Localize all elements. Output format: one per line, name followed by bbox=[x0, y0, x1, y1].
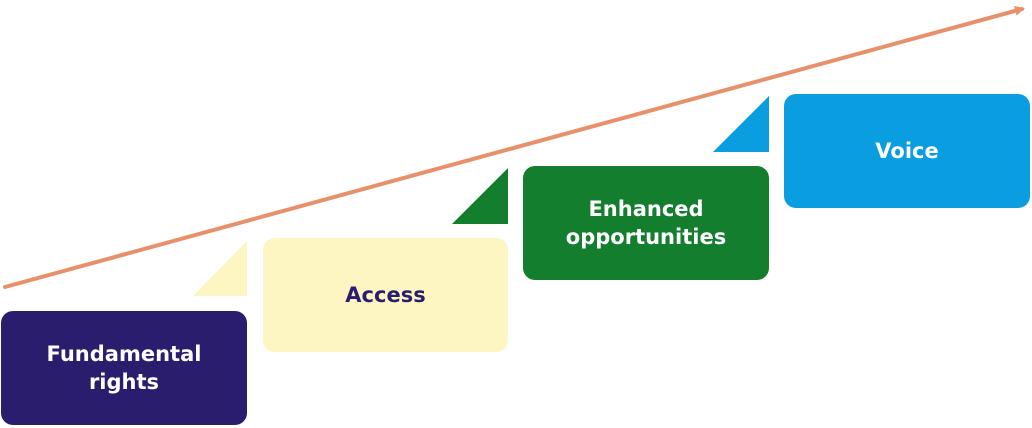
step-enhanced-opportunities: Enhanced opportunities bbox=[523, 166, 769, 280]
step-label: Voice bbox=[875, 138, 939, 163]
step-voice: Voice bbox=[784, 94, 1030, 208]
step-corner-triangle-voice bbox=[713, 96, 769, 152]
step-label: Access bbox=[345, 282, 426, 307]
step-fundamental-rights: Fundamental rights bbox=[1, 311, 247, 425]
step-label: Fundamental rights bbox=[46, 341, 202, 394]
progress-arrow bbox=[3, 6, 1025, 289]
step-corner-triangle-access bbox=[193, 241, 247, 296]
step-label: Enhanced opportunities bbox=[565, 196, 727, 249]
step-access: Access bbox=[263, 238, 508, 352]
step-corner-triangle-enhanced-opportunities bbox=[452, 168, 508, 224]
